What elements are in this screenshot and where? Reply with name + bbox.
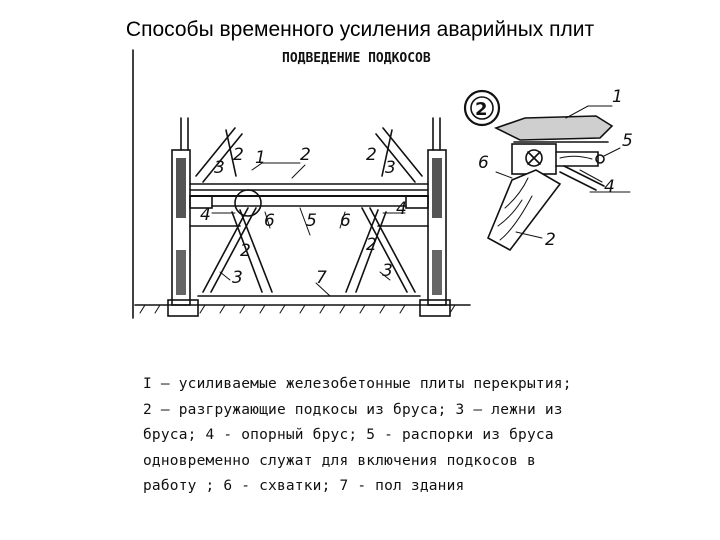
label-3-left-top: 3 <box>214 158 225 178</box>
legend-line: работу ; 6 - схватки; 7 - пол здания <box>143 478 465 494</box>
drawing-header: ПОДВЕДЕНИЕ ПОДКОСОВ <box>282 51 431 66</box>
label-2-left-top: 2 <box>233 145 244 165</box>
label-3-left-bottom: 3 <box>232 268 243 288</box>
node-circle <box>234 189 262 217</box>
detail-drawing <box>486 105 631 252</box>
label-5: 5 <box>306 211 317 231</box>
label-2-right-bottom: 2 <box>366 235 377 255</box>
upper-braces <box>195 127 423 183</box>
support-bar-right <box>405 195 429 209</box>
detail-marker-circle <box>463 89 501 127</box>
right-column <box>419 117 451 317</box>
label-3-right-top: 3 <box>385 158 396 178</box>
detail-label-2: 2 <box>545 230 556 250</box>
legend-line: I – усиливаемые железобетонные плиты пер… <box>143 376 572 392</box>
label-3-right-bottom: 3 <box>382 261 393 281</box>
slab-beam <box>189 183 429 197</box>
label-4-left: 4 <box>200 205 211 225</box>
detail-label-6: 6 <box>478 153 489 173</box>
legend: I – усиливаемые железобетонные плиты пер… <box>143 372 643 500</box>
left-column <box>167 117 199 317</box>
label-2-right-top: 2 <box>366 145 377 165</box>
label-6-right: 6 <box>340 211 351 231</box>
label-2-left-bottom: 2 <box>240 241 251 261</box>
slide-title: Способы временного усиления аварийных пл… <box>125 18 595 41</box>
legend-line: 2 – разгружающие подкосы из бруса; 3 – л… <box>143 401 563 418</box>
detail-label-1: 1 <box>612 87 623 107</box>
legend-line: одновременно служат для включения подкос… <box>143 452 536 469</box>
detail-marker-label: 2 <box>475 99 488 120</box>
label-2-center: 2 <box>300 145 311 165</box>
label-6-left: 6 <box>264 211 275 231</box>
label-1: 1 <box>255 148 266 168</box>
detail-label-5: 5 <box>622 131 633 151</box>
detail-label-4: 4 <box>604 177 615 197</box>
label-4-right: 4 <box>396 199 407 219</box>
support-bar-left <box>189 195 213 209</box>
label-7: 7 <box>316 268 327 288</box>
legend-line: бруса; 4 - опорный брус; 5 - распорки из… <box>143 427 554 443</box>
